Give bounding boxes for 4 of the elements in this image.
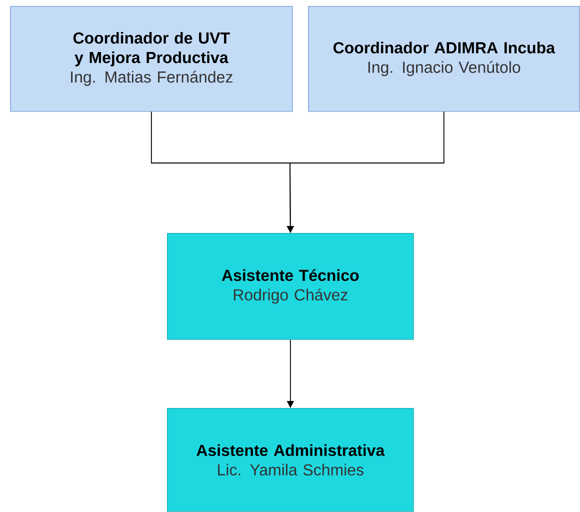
position-box: Coordinador ADIMRA Incuba Ing. Ignacio Venútolo	[308, 6, 580, 112]
position-box: Coordinador de UVT y Mejora Productiva Ing. Matias Fernández	[10, 6, 293, 112]
position-box: Asistente Administrativa Lic. Yamila Schmies	[167, 408, 414, 512]
position-box: Asistente Técnico Rodrigo Chávez	[167, 233, 414, 340]
